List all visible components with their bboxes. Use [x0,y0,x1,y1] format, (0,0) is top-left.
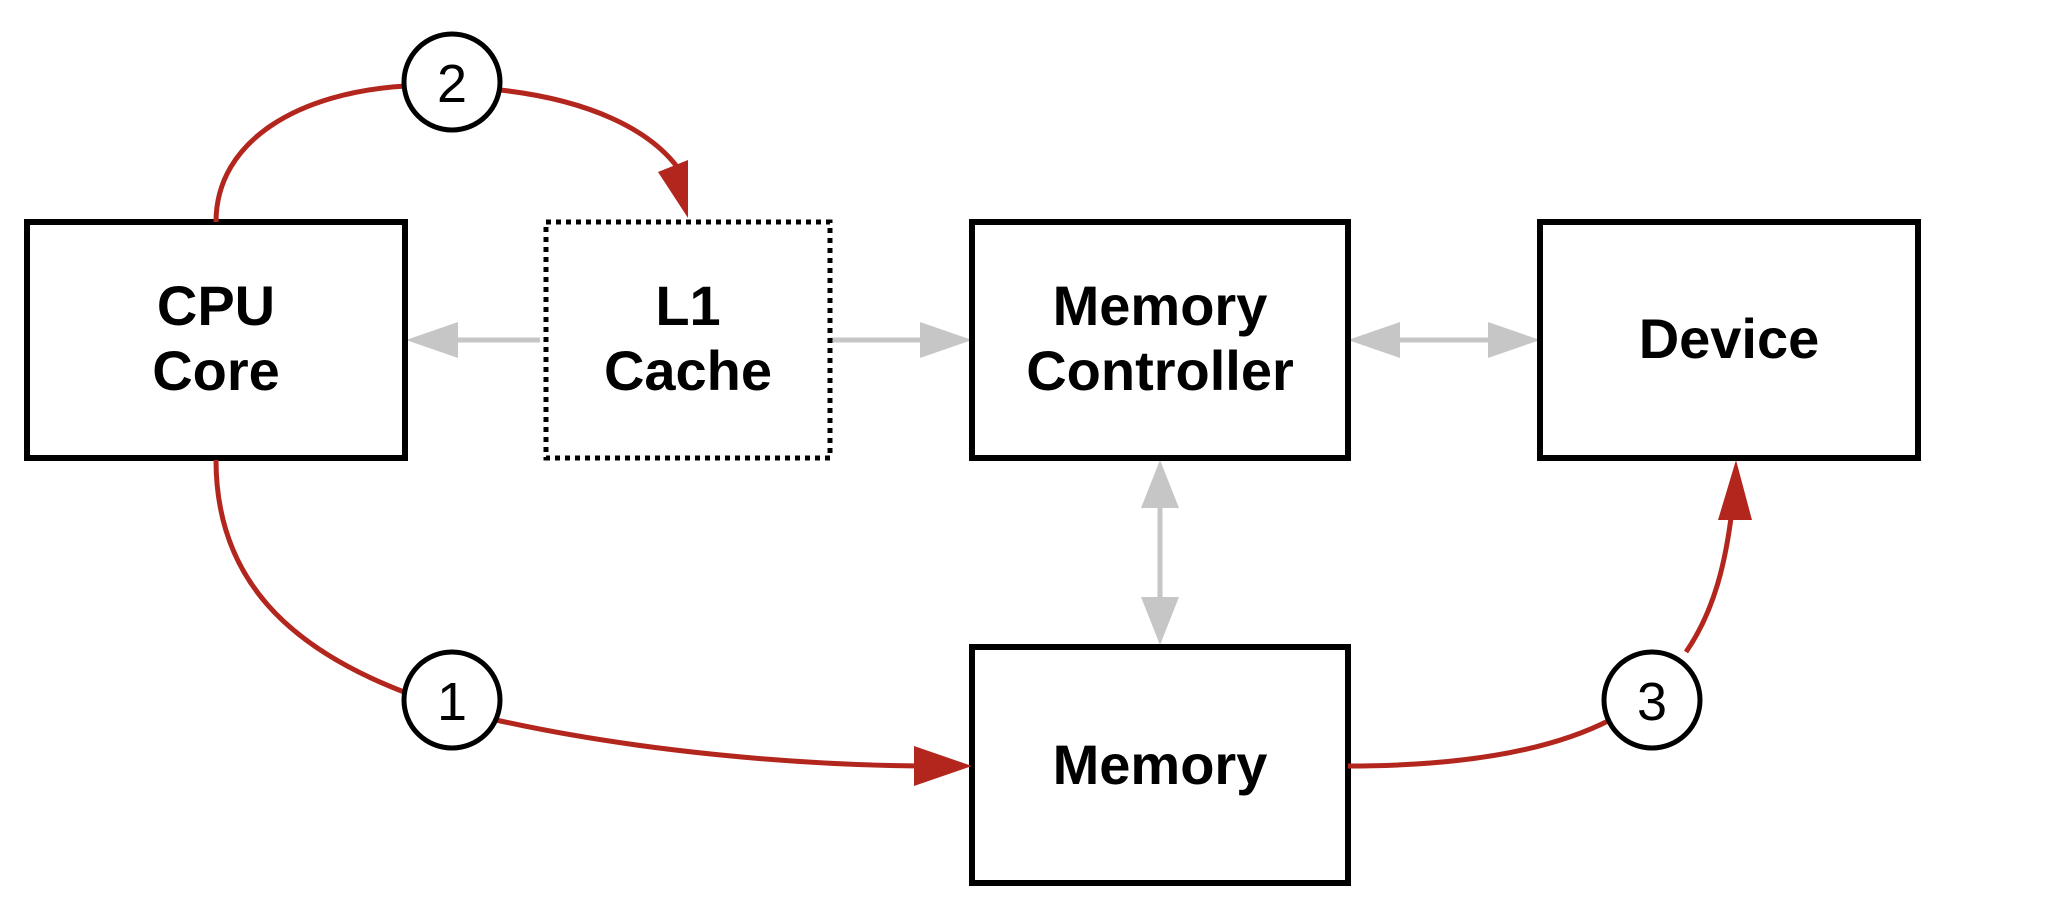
step-1-number: 1 [437,672,467,732]
arrow-controller-device [1348,322,1540,358]
step-3-arrow [1347,460,1752,769]
step-3-number: 3 [1637,672,1667,732]
node-l1-cache: L1 Cache [543,219,833,461]
l1-cache-label-line1: L1 [655,274,720,337]
node-device: Device [1537,219,1921,461]
cpu-core-label-line2: Core [152,339,280,402]
node-memory: Memory [969,644,1351,886]
l1-cache-label-line2: Cache [604,339,772,402]
arrow-l1-to-controller [830,322,972,358]
node-memory-controller: Memory Controller [969,219,1351,461]
cpu-core-label-line1: CPU [157,274,275,337]
bus-connections [406,322,1540,645]
step-2-number: 2 [437,54,467,114]
device-label: Device [1639,307,1820,370]
step-3-marker: 3 [1601,649,1703,751]
step-2-marker: 2 [401,31,503,133]
step-1-marker: 1 [401,649,503,751]
arrow-l1-to-cpu [406,322,540,358]
arrow-controller-memory [1141,460,1179,645]
node-cpu-core: CPU Core [24,219,408,461]
access-flow: 1 2 3 [213,31,1752,786]
step-2-arrow [213,83,688,223]
memory-controller-label-line2: Controller [1026,339,1294,402]
step-1-arrow [213,459,972,786]
memory-controller-label-line1: Memory [1053,274,1268,337]
memory-label: Memory [1053,733,1268,796]
